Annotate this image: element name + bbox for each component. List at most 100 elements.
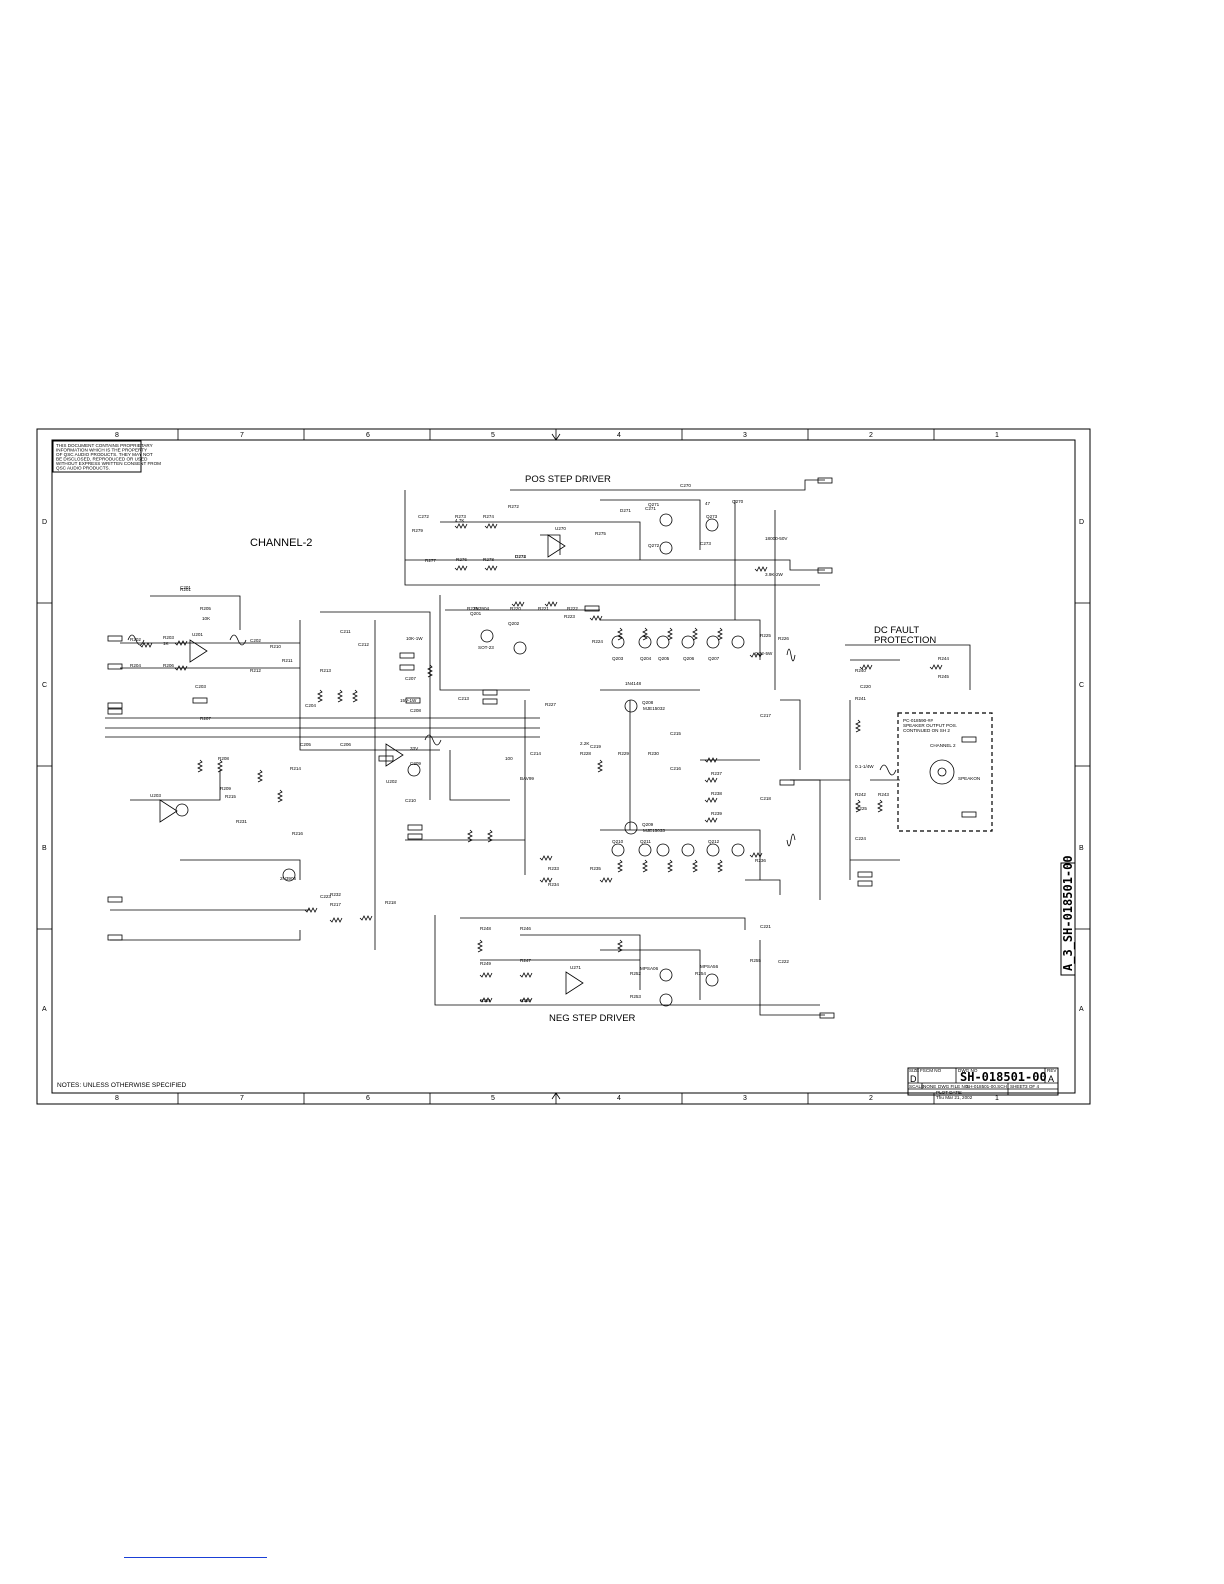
sheet-label: SHEET xyxy=(1010,1084,1026,1089)
row-letter: D xyxy=(42,519,47,526)
plot-date-value: Thu Mar 21, 2002 xyxy=(936,1095,973,1100)
transistor-icon xyxy=(480,629,494,643)
sheet-value: 3 OF 4 xyxy=(1025,1084,1039,1089)
speakon-label: SPEAKON xyxy=(958,776,980,781)
notice-line: QSC AUDIO PRODUCTS. xyxy=(56,466,110,471)
component-label: R232 xyxy=(330,892,341,897)
component-label: C216 xyxy=(670,766,681,771)
component-label: Q208 xyxy=(642,700,654,705)
component-label: Q272 xyxy=(648,543,660,548)
resistor-icon xyxy=(539,855,553,861)
channel-title: CHANNEL-2 xyxy=(250,537,312,549)
resistor-icon xyxy=(855,799,861,813)
footer-link-underline[interactable] xyxy=(124,1557,267,1558)
component-label: 15V-1W xyxy=(400,698,417,703)
component-label: C209 xyxy=(410,761,421,766)
transistor-icon xyxy=(705,518,719,532)
component-label: R209 xyxy=(220,786,231,791)
component-label: R252 xyxy=(630,971,641,976)
connector-tab-icon xyxy=(107,708,123,715)
transistor-icon xyxy=(407,763,421,777)
component-label: R246 xyxy=(520,926,531,931)
connector-tab-icon xyxy=(779,779,795,786)
connector-tab-icon xyxy=(961,736,977,743)
transistor-icon xyxy=(638,635,652,649)
component-label: 2.2K xyxy=(580,741,590,746)
column-number: 8 xyxy=(115,1095,119,1102)
component-label: R279 xyxy=(412,528,423,533)
component-label: R245 xyxy=(938,674,949,679)
resistor-icon xyxy=(277,789,283,803)
resistor-icon xyxy=(304,907,318,913)
column-number: 7 xyxy=(240,432,244,439)
component-label: C223 xyxy=(320,894,331,899)
component-label: R250 xyxy=(520,998,531,1003)
resistor-icon xyxy=(329,917,343,923)
component-label: R215 xyxy=(225,794,236,799)
row-letter: C xyxy=(42,682,47,689)
connector-tab-icon xyxy=(584,605,600,612)
resistor-icon xyxy=(359,915,373,921)
component-label: 2N3904 xyxy=(473,606,490,611)
column-number: 3 xyxy=(743,1095,747,1102)
resistor-icon xyxy=(704,797,718,803)
transistor-icon xyxy=(611,843,625,857)
connector-tab-icon xyxy=(817,477,833,484)
transistor-icon xyxy=(681,635,695,649)
component-label: Q270 xyxy=(732,499,744,504)
resistor-icon xyxy=(317,689,323,703)
size-label: SIZE xyxy=(909,1068,919,1073)
component-label: R251 xyxy=(480,998,491,1003)
resistor-icon xyxy=(174,665,188,671)
component-label: Q210 xyxy=(612,839,624,844)
resistor-icon xyxy=(642,859,648,873)
component-label: U202 xyxy=(386,779,397,784)
component-label: R218 xyxy=(385,900,396,905)
component-label: C208 xyxy=(410,708,421,713)
component-label: D272 xyxy=(515,554,526,559)
connector-tab-icon xyxy=(192,697,208,704)
resistor-icon xyxy=(487,829,493,843)
component-label: R248 xyxy=(480,926,491,931)
component-label: R204 xyxy=(130,663,141,668)
scale-value: NONE xyxy=(923,1084,936,1089)
component-label: R221 xyxy=(538,606,549,611)
component-label: 4.7K xyxy=(455,518,465,523)
component-label: Q201 xyxy=(470,611,482,616)
output-channel-label: CHANNEL 2 xyxy=(930,743,956,748)
resistor-icon xyxy=(519,997,533,1003)
component-label: R235 xyxy=(590,866,601,871)
grid-ticks xyxy=(37,429,1090,1104)
speakon-connector-icon xyxy=(929,759,955,785)
notice-line: OF QSC AUDIO PRODUCTS. THEY MAY NOT xyxy=(56,452,153,457)
opamp-symbol xyxy=(159,799,178,823)
component-label: R206 xyxy=(163,663,174,668)
component-label: 18000-50V xyxy=(765,536,788,541)
file-value: SH-018501-00.SCH xyxy=(966,1084,1007,1089)
connector-tab-icon xyxy=(961,811,977,818)
center-mark-bottom xyxy=(551,1092,561,1100)
resistor-icon xyxy=(692,627,698,641)
dwg-no-label: DWG NO xyxy=(958,1068,978,1073)
resistor-icon xyxy=(704,777,718,783)
sine-wave-icon xyxy=(786,648,796,662)
connector-tab-icon xyxy=(399,652,415,659)
component-label: C212 xyxy=(358,642,369,647)
component-label: R230 xyxy=(648,751,659,756)
column-number: 1 xyxy=(995,432,999,439)
row-letters-left: D C B A xyxy=(42,519,47,1013)
component-label: R273 xyxy=(455,514,466,519)
transistor-icon xyxy=(731,635,745,649)
dc-fault-title: PROTECTION xyxy=(874,635,936,646)
component-label: R210 xyxy=(270,644,281,649)
output-box-line: PC-018590-## xyxy=(903,718,933,723)
column-number: 5 xyxy=(491,1095,495,1102)
component-label: Q203 xyxy=(612,656,624,661)
component-label: 1N4148 xyxy=(625,681,642,686)
component-label: R255 xyxy=(750,958,761,963)
output-box-line: CONTINUED ON SH 2 xyxy=(903,728,950,733)
component-label: R222 xyxy=(567,606,578,611)
component-label: C218 xyxy=(760,796,771,801)
connector-tab-icon xyxy=(482,689,498,696)
waveform-icons xyxy=(127,634,897,847)
